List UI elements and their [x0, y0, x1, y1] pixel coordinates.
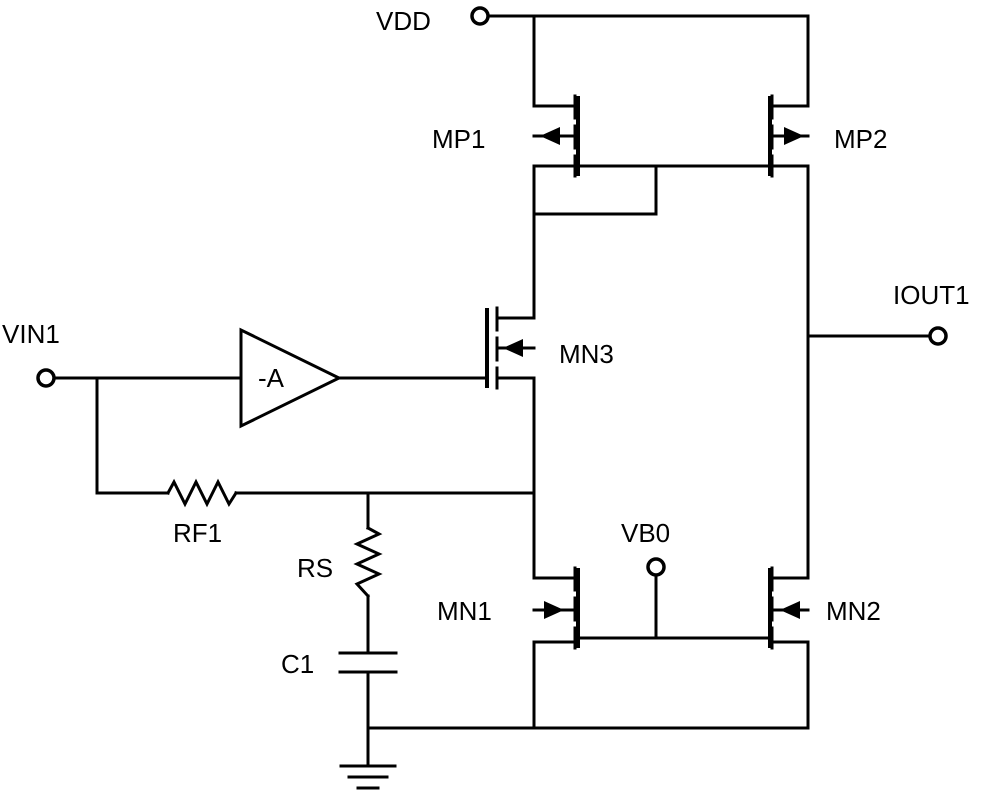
mp2-transistor	[768, 94, 810, 178]
mn1-label: MN1	[437, 596, 492, 626]
vdd-label: VDD	[376, 6, 431, 36]
mp2-source-wire	[770, 14, 810, 108]
mn2-arrow	[780, 601, 800, 619]
mn3-source-wire	[495, 376, 577, 580]
rf1-label: RF1	[173, 518, 222, 548]
mp2-label: MP2	[834, 124, 887, 154]
mn2-source-wire	[770, 640, 810, 730]
wires	[52, 14, 931, 767]
iout1-label: IOUT1	[893, 280, 970, 310]
mn3-transistor	[485, 306, 536, 390]
c1-label: C1	[281, 649, 314, 679]
vb0-terminal	[646, 557, 666, 577]
mp1-arrow	[540, 127, 560, 145]
mp1-source-wire	[532, 14, 577, 108]
mp2-arrow	[784, 127, 804, 145]
iout1-terminal	[928, 326, 948, 346]
mn1-transistor	[532, 566, 580, 650]
rs-resistor	[353, 525, 383, 599]
c1-capacitor	[338, 651, 398, 674]
feedback-wire-left	[95, 376, 170, 495]
mn3-arrow	[503, 339, 523, 357]
amplifier-label: -A	[258, 363, 285, 393]
mn2-label: MN2	[826, 596, 881, 626]
mn1-arrow	[544, 601, 564, 619]
mn1-source-wire	[532, 640, 577, 730]
rs-label: RS	[297, 553, 333, 583]
vb0-label: VB0	[621, 518, 670, 548]
vin1-label: VIN1	[2, 319, 60, 349]
mn2-transistor	[768, 566, 810, 650]
ground-symbol	[339, 764, 397, 790]
vdd-terminal	[470, 6, 490, 26]
mp1-label: MP1	[432, 124, 485, 154]
mn3-label: MN3	[559, 339, 614, 369]
mp1-drain-wire	[495, 164, 577, 320]
output-branch-wire	[770, 164, 810, 580]
amplifier-triangle	[239, 327, 343, 429]
mp1-transistor	[532, 94, 580, 178]
rf1-resistor	[165, 478, 239, 508]
mp1-diode-wire	[532, 164, 658, 216]
vin1-terminal	[36, 368, 56, 388]
